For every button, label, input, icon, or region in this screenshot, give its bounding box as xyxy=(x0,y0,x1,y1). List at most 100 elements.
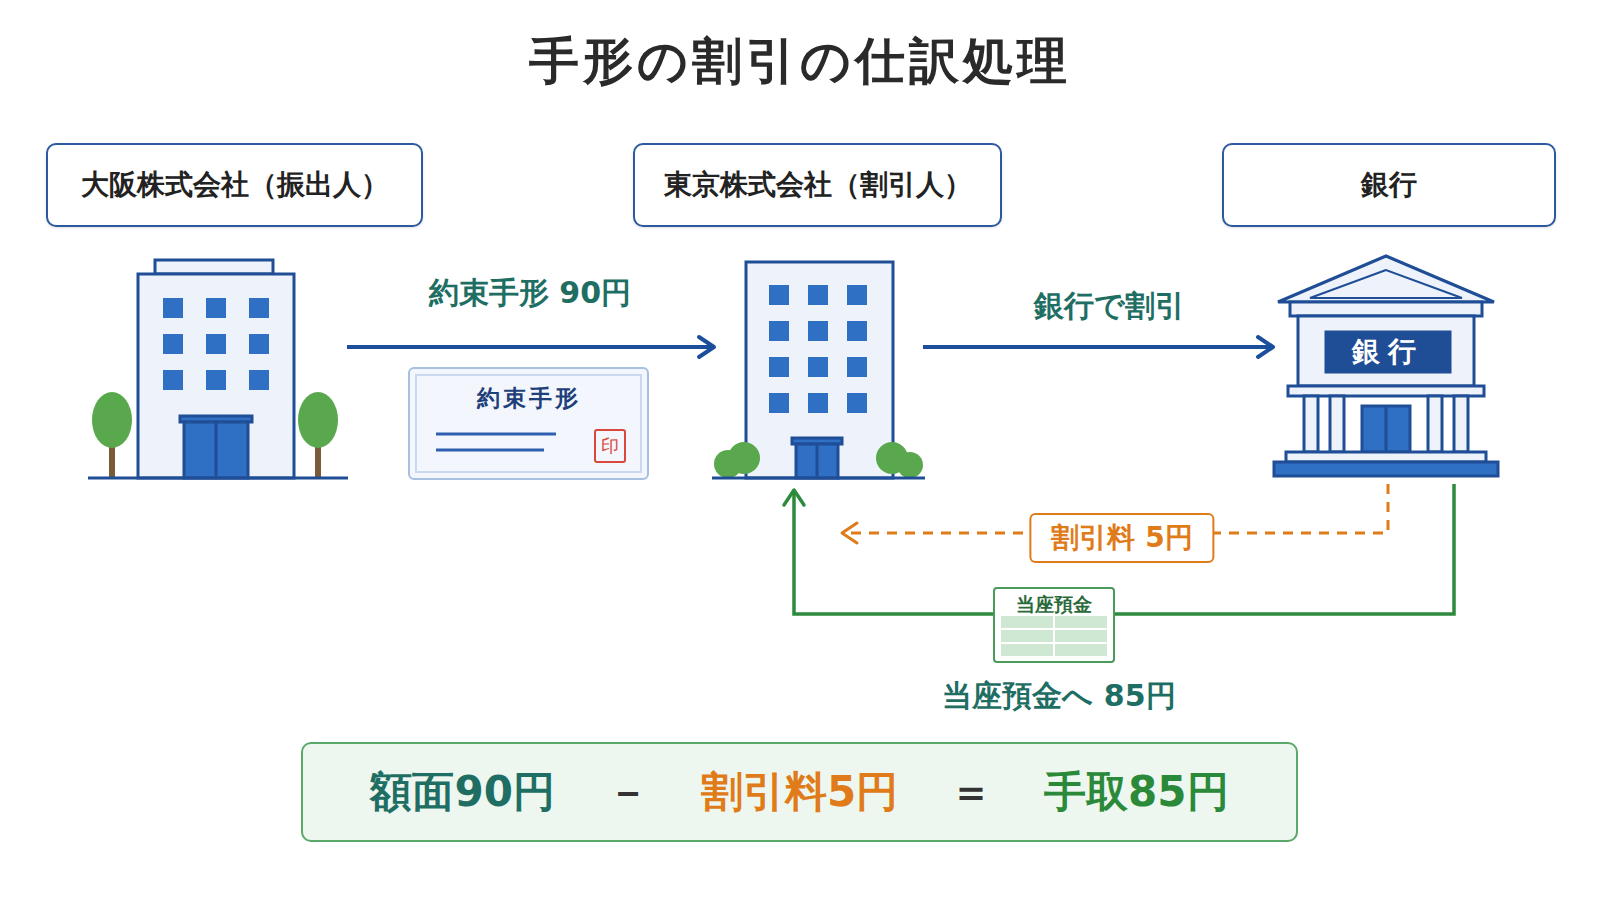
osaka-building xyxy=(88,260,348,478)
osaka-building-part xyxy=(88,477,348,480)
bank-header: 銀行 xyxy=(1222,143,1556,227)
note-illustration-part xyxy=(408,367,649,480)
osaka-building-part xyxy=(92,392,132,448)
tokyo-building-part-part xyxy=(769,393,789,413)
tokyo-building-part-part xyxy=(847,357,867,377)
tokyo-building-part xyxy=(792,438,842,444)
tokyo-building-part-part xyxy=(808,285,828,305)
tokyo-building xyxy=(712,262,925,478)
bank-building-part xyxy=(1310,270,1462,298)
passbook-illustration-part xyxy=(1001,616,1107,656)
bank-building-part xyxy=(1385,406,1388,452)
company-header: 大阪株式会社（振出人） xyxy=(46,143,423,227)
passbook-illustration-part xyxy=(1053,616,1055,656)
bank-building-part xyxy=(1454,396,1468,452)
osaka-building-part xyxy=(215,422,218,478)
seal-stamp: 印 xyxy=(594,429,626,463)
bank-building-part xyxy=(1288,386,1484,396)
bank-building-part xyxy=(1274,462,1498,476)
bank-building-part xyxy=(1286,452,1486,462)
note-illustration-part xyxy=(436,433,556,436)
note-title: 約束手形 xyxy=(410,383,647,417)
bank-building-part xyxy=(1428,396,1442,452)
tokyo-building-part xyxy=(796,444,838,478)
tokyo-building-part-part xyxy=(769,321,789,341)
tokyo-building-part xyxy=(897,452,923,478)
flow-arrow xyxy=(784,484,1454,614)
tokyo-building-part-part xyxy=(847,321,867,341)
operator: ＝ xyxy=(950,764,992,820)
osaka-building-part xyxy=(180,416,252,422)
osaka-building-part xyxy=(138,274,294,478)
osaka-building-part xyxy=(163,298,269,390)
osaka-building-part xyxy=(184,422,248,478)
osaka-building-part xyxy=(315,438,321,478)
edge-label: 約束手形 90円 xyxy=(429,273,631,314)
osaka-building-part-part xyxy=(163,298,183,318)
osaka-building-part-part xyxy=(249,334,269,354)
diagram-title: 手形の割引の仕訳処理 xyxy=(0,28,1600,95)
company-header: 東京株式会社（割引人） xyxy=(633,143,1002,227)
flow-arrow xyxy=(923,337,1273,357)
edge-label: 当座預金へ 85円 xyxy=(942,676,1175,717)
bank-building-part xyxy=(1326,332,1450,372)
arrow-head xyxy=(1258,337,1273,357)
passbook-illustration-part xyxy=(1001,642,1107,644)
issuer-building: 大阪株式会社（振出人） xyxy=(90,260,347,480)
tokyo-building-part-part xyxy=(769,357,789,377)
formula-box: 額面90円 － 割引料5円 ＝ 手取85円 xyxy=(301,742,1298,842)
discounter-building: 東京株式会社（割引人） xyxy=(714,260,923,480)
passbook-illustration-part xyxy=(1001,628,1107,630)
arrow-head xyxy=(842,523,857,543)
connector-line xyxy=(923,345,1273,349)
tokyo-building-part xyxy=(714,450,742,478)
bank-building: 銀行銀行 xyxy=(1273,255,1505,480)
passbook-title: 当座預金 xyxy=(995,592,1113,616)
passbook: 当座預金 xyxy=(993,587,1115,663)
edge-label: 銀行で割引 xyxy=(1034,286,1185,327)
tokyo-building-part xyxy=(728,442,760,474)
bank-building-part xyxy=(1304,396,1318,452)
osaka-building-part-part xyxy=(163,334,183,354)
arrow-head xyxy=(699,337,714,357)
tokyo-building-part xyxy=(746,262,893,478)
osaka-building-part-part xyxy=(249,370,269,390)
connector-line xyxy=(794,484,1454,614)
osaka-building-part xyxy=(155,260,273,274)
osaka-building-part-part xyxy=(163,370,183,390)
tokyo-building-part xyxy=(876,442,908,474)
flow-arrow xyxy=(347,337,714,357)
connector-line xyxy=(347,345,714,349)
osaka-building-part-part xyxy=(206,298,226,318)
fee-label: 割引料 5円 xyxy=(1029,513,1214,563)
osaka-building-part xyxy=(298,392,338,448)
operator: － xyxy=(607,764,649,820)
bank-plate-text: 銀行 xyxy=(1326,332,1450,372)
discount-fee: 割引料5円 xyxy=(701,764,898,820)
face-value: 額面90円 xyxy=(370,764,554,820)
bank-building-part xyxy=(1298,316,1474,386)
tokyo-building-part-part xyxy=(808,393,828,413)
passbook-illustration xyxy=(993,587,1115,663)
tokyo-building-part-part xyxy=(847,285,867,305)
osaka-building-part-part xyxy=(206,334,226,354)
tokyo-building-part-part xyxy=(847,393,867,413)
tokyo-building-part xyxy=(816,444,819,478)
passbook-illustration-part xyxy=(993,587,1115,663)
note-illustration xyxy=(408,367,649,480)
bank-building-part xyxy=(1362,406,1410,452)
osaka-building-part-part xyxy=(206,370,226,390)
tokyo-building-part-part xyxy=(808,321,828,341)
osaka-building-part-part xyxy=(249,298,269,318)
note-illustration-part xyxy=(436,449,544,452)
osaka-building-part xyxy=(109,438,115,478)
tokyo-building-part-part xyxy=(808,357,828,377)
bank-building-part xyxy=(1290,302,1482,316)
net-proceeds: 手取85円 xyxy=(1044,764,1228,820)
bank-building-part xyxy=(1278,256,1494,302)
arrow-head xyxy=(784,490,804,505)
tokyo-building-part-part xyxy=(769,285,789,305)
bank-building-part xyxy=(1330,396,1344,452)
tokyo-building-part xyxy=(712,477,925,480)
